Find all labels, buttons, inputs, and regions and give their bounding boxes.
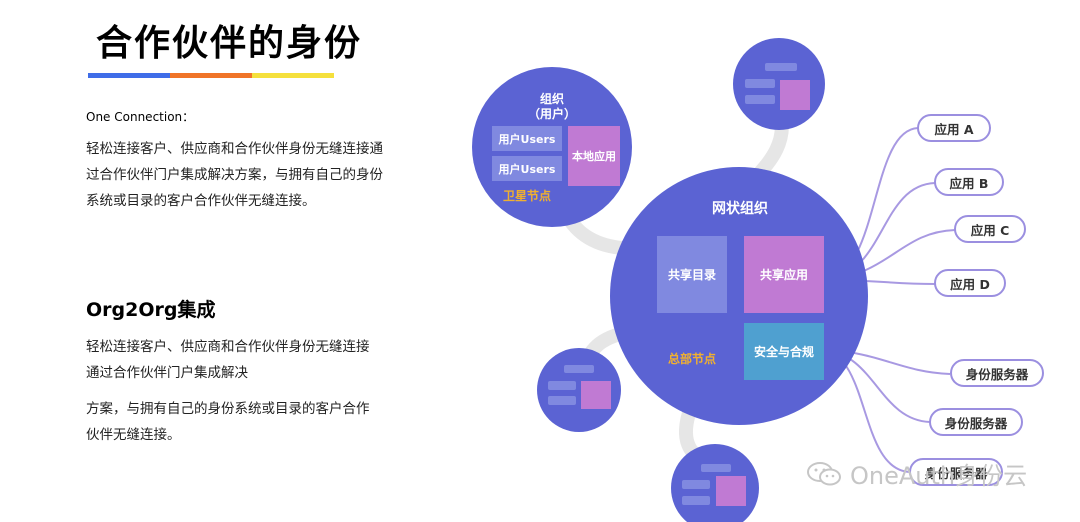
page-title: 合作伙伴的身份 xyxy=(96,23,363,64)
security-compliance-box: 安全与合规 xyxy=(744,323,824,380)
app-b-node: 应用 B xyxy=(934,168,1004,196)
identity-server-node-1: 身份服务器 xyxy=(950,359,1044,387)
one-connection-label: One Connection： xyxy=(86,110,195,124)
one-connection-paragraph: 轻松连接客户、供应商和合作伙伴身份无缝连接通 过合作伙伴门户集成解决方案，与拥有… xyxy=(86,136,406,214)
org2org-paragraph-1: 轻松连接客户、供应商和合作伙伴身份无缝连接 通过合作伙伴门户集成解决 xyxy=(86,334,406,386)
satellite-title: 组织 xyxy=(539,92,564,106)
hub-node-label: 总部节点 xyxy=(667,352,716,366)
app-d-node: 应用 D xyxy=(934,269,1006,297)
underline-blue xyxy=(88,73,170,78)
paragraph-line: 通过合作伙伴门户集成解决 xyxy=(86,365,248,381)
watermark: OneAuth身份云 xyxy=(806,456,1027,491)
paragraph-line: 伙伴无缝连接。 xyxy=(86,427,181,443)
org2org-heading: Org2Org集成 xyxy=(86,299,216,321)
user-box-1: 用户Users xyxy=(492,126,562,151)
wechat-icon xyxy=(807,461,841,485)
app-a-node: 应用 A xyxy=(917,114,991,142)
paragraph-line: 系统或目录的客户合作伙伴无缝连接。 xyxy=(86,193,316,209)
paragraph-line: 方案，与拥有自己的身份系统或目录的客户合作 xyxy=(86,401,370,417)
shared-directory-box: 共享目录 xyxy=(657,236,727,313)
app-c-node: 应用 C xyxy=(954,215,1026,243)
paragraph-line: 过合作伙伴门户集成解决方案，与拥有自己的身份 xyxy=(86,167,383,183)
identity-server-node-3: 身份服务器 xyxy=(909,458,1003,486)
underline-yellow xyxy=(252,73,334,78)
paragraph-line: 轻松连接客户、供应商和合作伙伴身份无缝连接 xyxy=(86,339,370,355)
local-app-box: 本地应用 xyxy=(568,126,620,186)
underline-orange xyxy=(170,73,252,78)
satellite-subtitle: （用户） xyxy=(527,107,576,121)
hub-title: 网状组织 xyxy=(712,201,768,217)
identity-server-node-2: 身份服务器 xyxy=(929,408,1023,436)
org2org-paragraph-2: 方案，与拥有自己的身份系统或目录的客户合作 伙伴无缝连接。 xyxy=(86,396,406,448)
user-box-2: 用户Users xyxy=(492,156,562,181)
small-node-left xyxy=(537,348,621,432)
paragraph-line: 轻松连接客户、供应商和合作伙伴身份无缝连接通 xyxy=(86,141,383,157)
watermark-text: OneAuth身份云 xyxy=(850,462,1028,490)
title-underline xyxy=(88,73,334,78)
satellite-node-label: 卫星节点 xyxy=(502,189,551,203)
shared-app-box: 共享应用 xyxy=(744,236,824,313)
